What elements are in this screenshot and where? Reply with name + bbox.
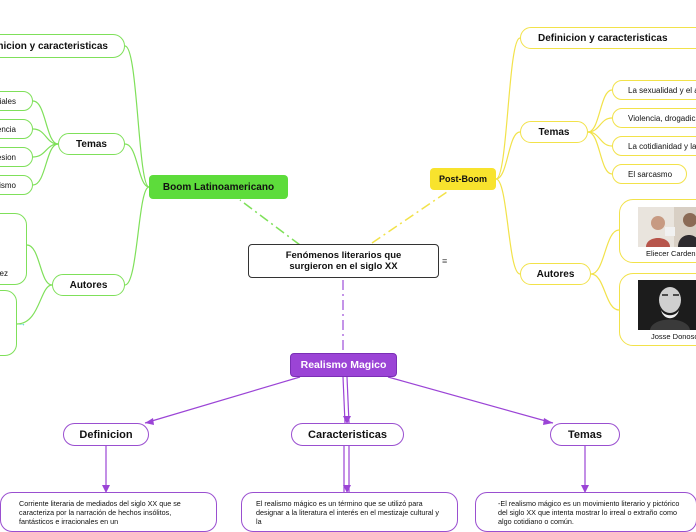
connector-pbautores-1 bbox=[590, 229, 620, 275]
boom-definicion-node[interactable]: Definicion y caracteristicas bbox=[0, 34, 125, 58]
author-eliecer-photo bbox=[638, 207, 696, 247]
connector-temas-2 bbox=[32, 128, 59, 145]
author-eliecer-card[interactable]: Eliecer Carden bbox=[619, 199, 696, 263]
connector-central-boom bbox=[239, 199, 301, 246]
connector-temas-1 bbox=[32, 100, 59, 145]
realismo-magico-node[interactable]: Realismo Magico bbox=[290, 353, 397, 377]
arrowhead-def-text bbox=[102, 485, 110, 493]
connector-pbautores-2 bbox=[590, 273, 620, 311]
connector-postboom-autores bbox=[495, 178, 521, 275]
postboom-autores-node[interactable]: Autores bbox=[520, 263, 591, 285]
connector-layer bbox=[16, 37, 620, 493]
postboom-definicion-node[interactable]: Definicion y caracteristicas bbox=[520, 27, 696, 49]
boom-autor-1[interactable]: ez bbox=[0, 213, 27, 285]
postboom-tema-1[interactable]: La sexualidad y el a bbox=[612, 80, 696, 100]
boom-autor-2[interactable] bbox=[0, 290, 17, 356]
connector-pbtemas-1 bbox=[587, 89, 613, 133]
author-eliecer-label: Eliecer Carden bbox=[646, 249, 696, 258]
author-josse-photo bbox=[638, 280, 696, 330]
connector-pbtemas-2 bbox=[587, 117, 613, 133]
realismo-definicion-node[interactable]: Definicion bbox=[63, 423, 149, 446]
author-josse-label: Josse Donoso bbox=[651, 332, 696, 341]
realismo-definicion-text[interactable]: Corriente literaria de mediados del sigl… bbox=[0, 492, 217, 532]
boom-tema-1[interactable]: ciales bbox=[0, 91, 33, 111]
connector-realismo-definicion bbox=[144, 376, 301, 424]
connector-boom-autores bbox=[124, 186, 150, 286]
boom-temas-node[interactable]: Temas bbox=[58, 133, 125, 155]
boom-autor-1-label: ez bbox=[0, 269, 8, 278]
connector-boom-definicion bbox=[124, 45, 150, 188]
postboom-tema-2[interactable]: Violencia, drogadic bbox=[612, 108, 696, 128]
boom-autores-node[interactable]: Autores bbox=[52, 274, 125, 296]
boom-latinoamericano-node[interactable]: Boom Latinoamericano bbox=[149, 175, 288, 199]
connector-realismo-temas bbox=[387, 376, 554, 424]
central-topic[interactable]: Fenómenos literarios que surgieron en el… bbox=[248, 244, 439, 278]
notes-icon[interactable]: ≡ bbox=[442, 256, 448, 266]
realismo-temas-text[interactable]: -El realismo mágico es un movimiento lit… bbox=[475, 492, 696, 532]
realismo-caracteristicas-text[interactable]: El realismo mágico es un término que se … bbox=[241, 492, 458, 532]
connector-realismo-caracteristicas-b bbox=[346, 376, 350, 424]
post-boom-node[interactable]: Post-Boom bbox=[430, 168, 496, 190]
connector-pbtemas-4 bbox=[587, 131, 613, 175]
arrowhead-temas bbox=[543, 418, 553, 425]
connector-temas-4 bbox=[32, 143, 59, 186]
central-topic-line2: surgieron en el siglo XX bbox=[289, 261, 398, 272]
link-icon[interactable]: → bbox=[18, 319, 26, 328]
postboom-tema-3[interactable]: La cotidianidad y la bbox=[612, 136, 696, 156]
boom-tema-4[interactable]: ismo bbox=[0, 175, 33, 195]
connector-boom-temas bbox=[124, 143, 150, 188]
connector-central-postboom bbox=[371, 191, 448, 244]
arrowhead-temas-text bbox=[581, 485, 589, 493]
boom-tema-3[interactable]: esion bbox=[0, 147, 33, 167]
connector-postboom-definicion bbox=[495, 37, 521, 180]
arrowhead-caracteristicas bbox=[343, 416, 351, 424]
connector-postboom-temas bbox=[495, 131, 521, 180]
postboom-temas-node[interactable]: Temas bbox=[520, 121, 588, 143]
arrowhead-definicion bbox=[145, 418, 154, 425]
connector-autores-1 bbox=[26, 244, 53, 286]
connector-autores-2 bbox=[16, 284, 53, 325]
postboom-tema-4[interactable]: El sarcasmo bbox=[612, 164, 687, 184]
realismo-temas-node[interactable]: Temas bbox=[550, 423, 620, 446]
central-topic-line1: Fenómenos literarios que bbox=[285, 250, 402, 261]
boom-tema-2[interactable]: encia bbox=[0, 119, 33, 139]
author-josse-card[interactable]: Josse Donoso bbox=[619, 273, 696, 346]
connector-realismo-caracteristicas-a bbox=[342, 376, 346, 424]
realismo-caracteristicas-node[interactable]: Caracteristicas bbox=[291, 423, 404, 446]
arrowhead-car-text bbox=[343, 485, 351, 493]
